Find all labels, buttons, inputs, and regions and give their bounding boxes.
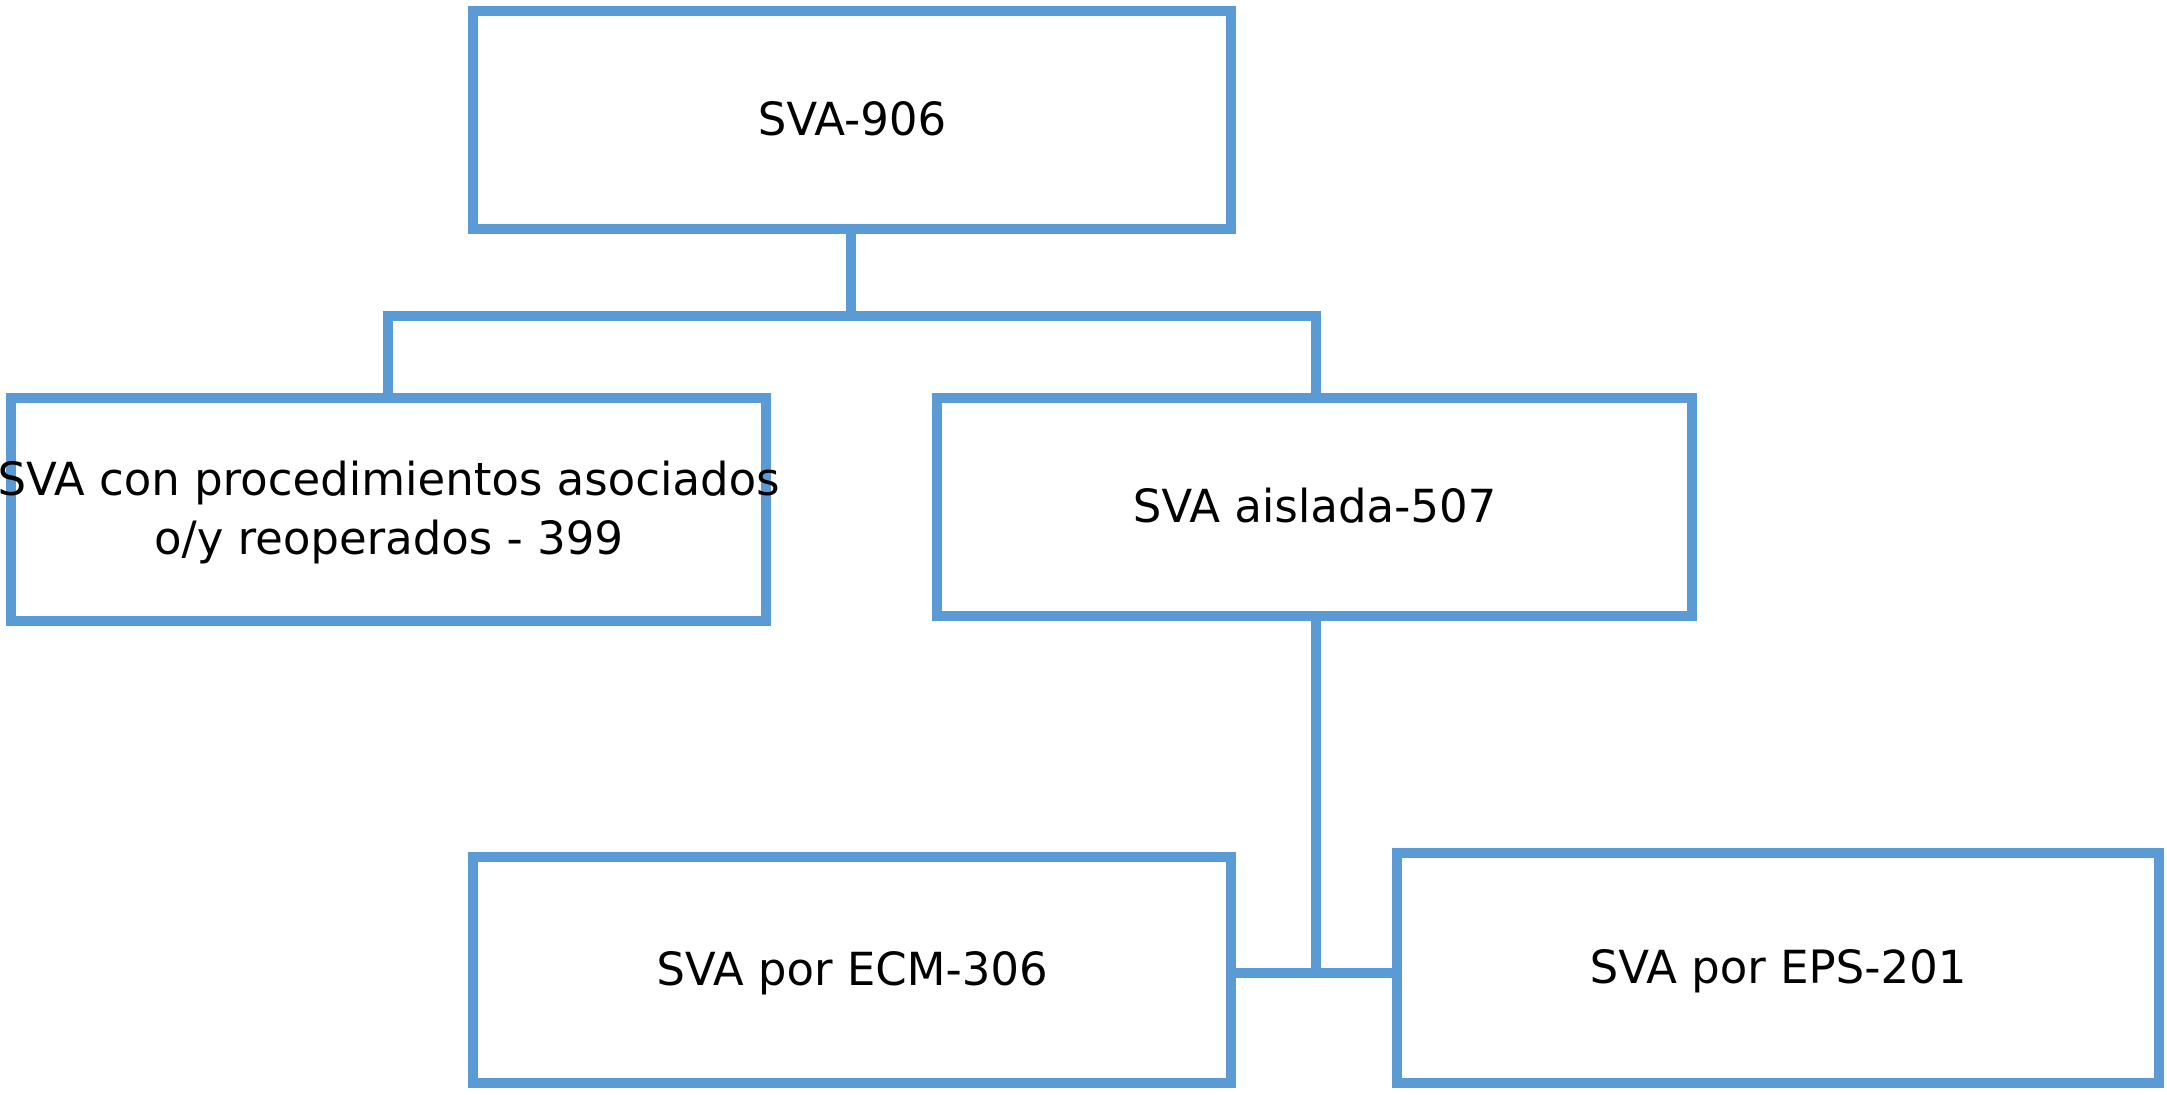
node-sva-eps-label: SVA por EPS-201: [1589, 940, 1967, 994]
node-sva-isolated: SVA aislada-507: [932, 393, 1697, 621]
node-sva-ecm: SVA por ECM-306: [468, 852, 1236, 1088]
node-sva-with-procedures-line2: o/y reoperados - 399: [154, 511, 623, 565]
node-sva-with-procedures-line1: SVA con procedimientos asociados: [0, 453, 780, 506]
node-sva-with-procedures: SVA con procedimientos asociados o/y reo…: [0, 393, 780, 626]
node-sva-isolated-label: SVA aislada-507: [1132, 479, 1497, 533]
connector-root-to-left: [383, 311, 856, 398]
node-sva-with-procedures-text: SVA con procedimientos asociados o/y reo…: [0, 451, 780, 568]
node-sva-total-label: SVA-906: [757, 92, 947, 146]
connector-root-to-isolated: [846, 311, 1321, 398]
node-sva-ecm-label: SVA por ECM-306: [656, 942, 1048, 996]
node-sva-total: SVA-906: [468, 6, 1236, 234]
node-sva-eps: SVA por EPS-201: [1392, 848, 2164, 1088]
